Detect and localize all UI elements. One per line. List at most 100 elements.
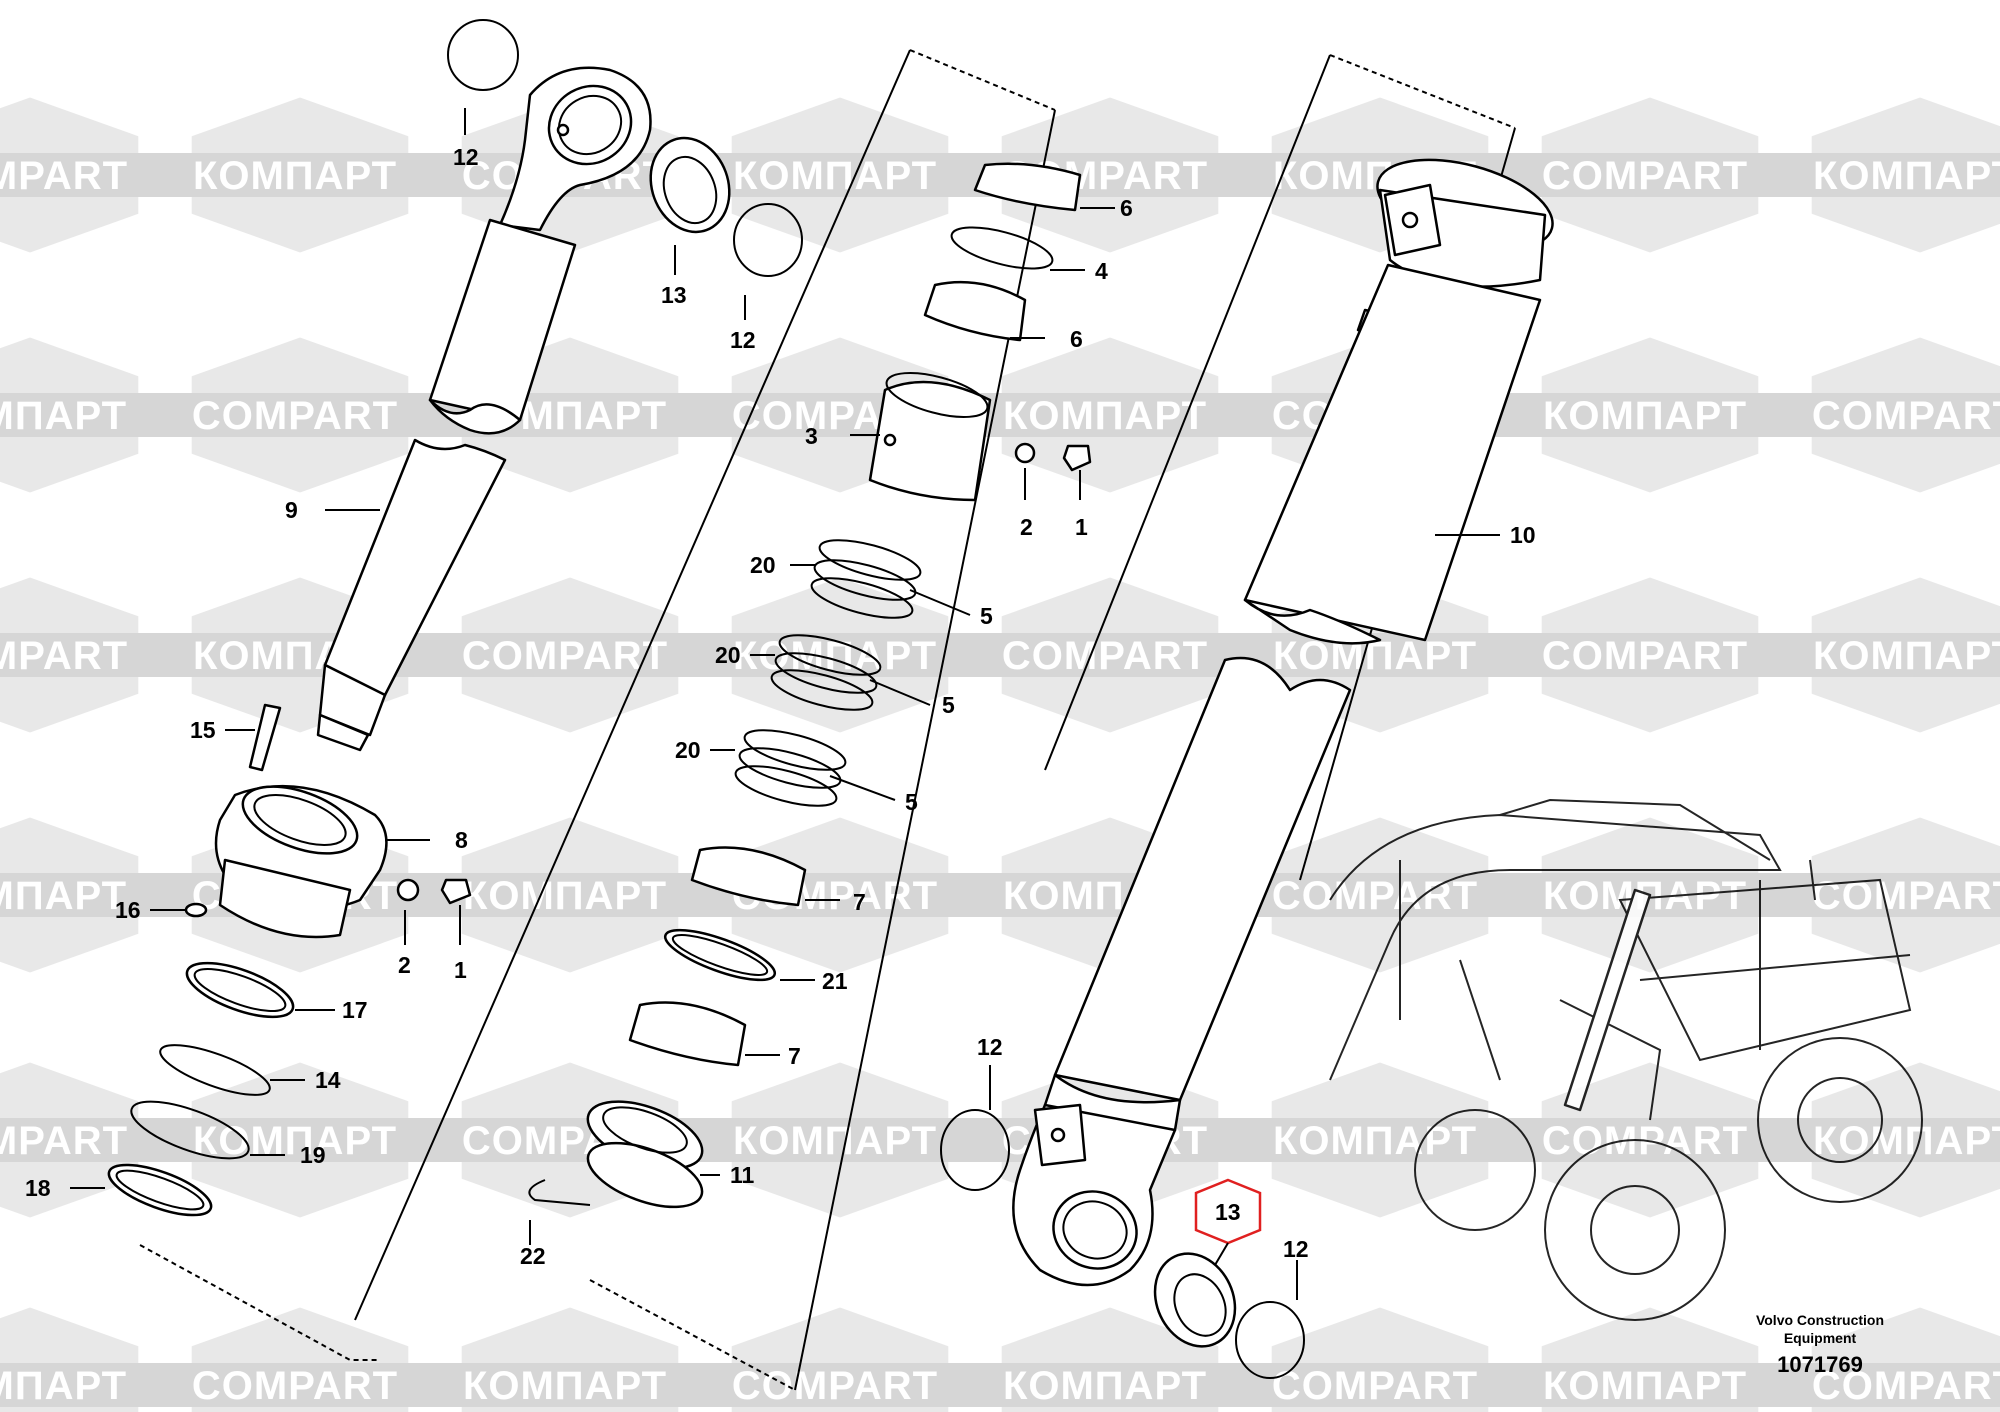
callout-7: 7 [788,1043,801,1069]
watermark-tile: КОМПАРТ [420,1307,710,1412]
watermark-text: КОМПАРТ [463,1364,667,1408]
callout-12: 12 [453,144,479,170]
watermark-text: COMPART [0,634,128,678]
company-name-line1: Volvo Construction [1756,1312,1884,1328]
watermark-tile: COMPART [420,577,710,733]
watermark-text: COMPART [192,1364,398,1408]
watermark-text: COMPART [192,394,398,438]
watermark-text: КОМПАРТ [193,154,397,198]
callout-16: 16 [115,897,141,923]
callout-10: 10 [1510,522,1536,548]
leader-lines [70,108,1500,1300]
callout-5: 5 [905,789,918,815]
watermark-tile: КОМПАРТ [960,337,1250,493]
watermark-tile: COMPART [960,97,1250,253]
watermark-text: КОМПАРТ [733,154,937,198]
watermark-tile: COMPART [690,1307,980,1412]
watermark-tile: COMPART [0,97,170,253]
callout-3: 3 [805,423,818,449]
watermark-text: КОМПАРТ [1273,1119,1477,1163]
footer: Volvo Construction Equipment 1071769 [1756,1312,1884,1377]
document-number: 1071769 [1777,1352,1863,1377]
watermark-tile: КОМПАРТ [420,817,710,973]
callout-19: 19 [300,1142,326,1168]
callout-6: 6 [1120,195,1133,221]
watermark-tile: COMPART [1230,817,1520,973]
watermark-tile: COMPART [1770,337,2000,493]
callout-4: 4 [1095,258,1108,284]
callout-6: 6 [1070,326,1083,352]
callout-20: 20 [715,642,741,668]
watermark-text: КОМПАРТ [1003,394,1207,438]
callout-13: 13 [661,282,687,308]
watermark-tile: КОМПАРТ [150,1062,440,1218]
callout-2: 2 [398,952,411,978]
watermark-text: COMPART [1272,874,1478,918]
watermark-text: COMPART [0,154,128,198]
watermark-tile: COMPART [150,337,440,493]
callout-1: 1 [454,957,467,983]
watermark-tile: КОМПАРТ [1770,97,2000,253]
watermark-tile: КОМПАРТ [1770,577,2000,733]
watermark-tile: COMPART [1770,817,2000,973]
watermark-text: КОМПАРТ [1003,1364,1207,1408]
watermark-text: КОМПАРТ [1543,394,1747,438]
callout-18: 18 [25,1175,51,1201]
callout-5: 5 [980,603,993,629]
watermark-text: КОМПАРТ [733,1119,937,1163]
company-name-line2: Equipment [1784,1330,1857,1346]
watermark-tile: COMPART [1500,577,1790,733]
watermark-tile: КОМПАРТ [1500,337,1790,493]
callout-13-highlighted: 13 [1215,1199,1241,1225]
callout-12: 12 [977,1034,1003,1060]
callout-14: 14 [315,1067,341,1093]
watermark-tile: КОМПАРТ [690,1062,980,1218]
piston-rod-assembly [107,19,803,1361]
callout-5: 5 [942,692,955,718]
watermark-text: COMPART [1002,634,1208,678]
callout-12: 12 [1283,1236,1309,1262]
callout-8: 8 [455,827,468,853]
callout-2: 2 [1020,514,1033,540]
watermark-tile: COMPART [1230,1307,1520,1412]
watermark-tile: COMPART [150,1307,440,1412]
callout-12: 12 [730,327,756,353]
watermark-text: COMPART [462,634,668,678]
callout-labels: 12 13 12 6 4 6 3 2 1 20 5 20 5 20 5 7 2 1… [25,144,1536,1269]
watermark-text: COMPART [732,1364,938,1408]
watermark-tile: КОМПАРТ [1500,1307,1790,1412]
callout-1: 1 [1075,514,1088,540]
watermark-tile: COMPART [1500,97,1790,253]
watermark-tile: КОМПАРТ [690,97,980,253]
callout-22: 22 [520,1243,546,1269]
callout-7: 7 [853,889,866,915]
watermark-text: КОМПАРТ [0,394,127,438]
watermark-tile: КОМПАРТ [1230,1062,1520,1218]
callout-20: 20 [675,737,701,763]
watermark-text: COMPART [1542,634,1748,678]
callout-17: 17 [342,997,368,1023]
watermark-tile: КОМПАРТ [1770,1062,2000,1218]
watermark-tile: КОМПАРТ [0,817,170,973]
watermark-text: COMPART [0,1119,128,1163]
watermark-text: COMPART [1272,1364,1478,1408]
watermark-text: КОМПАРТ [1813,634,2000,678]
watermark-text: КОМПАРТ [1813,154,2000,198]
watermark-tile: COMPART [0,1062,170,1218]
callout-20: 20 [750,552,776,578]
callout-9: 9 [285,497,298,523]
watermark-tile: COMPART [0,577,170,733]
watermark-text: КОМПАРТ [0,1364,127,1408]
watermark-tile: COMPART [960,577,1250,733]
watermark-text: КОМПАРТ [463,874,667,918]
watermark-text: COMPART [1812,874,2000,918]
piston-assembly [354,49,1092,1391]
watermark-text: КОМПАРТ [193,1119,397,1163]
watermark-text: КОМПАРТ [1543,1364,1747,1408]
wheel-loader-illustration [1329,798,1923,1321]
cylinder-tube [940,54,1554,1379]
watermark-tile: КОМПАРТ [0,337,170,493]
watermark-text: COMPART [1542,154,1748,198]
watermark-tile: COMPART [690,817,980,973]
